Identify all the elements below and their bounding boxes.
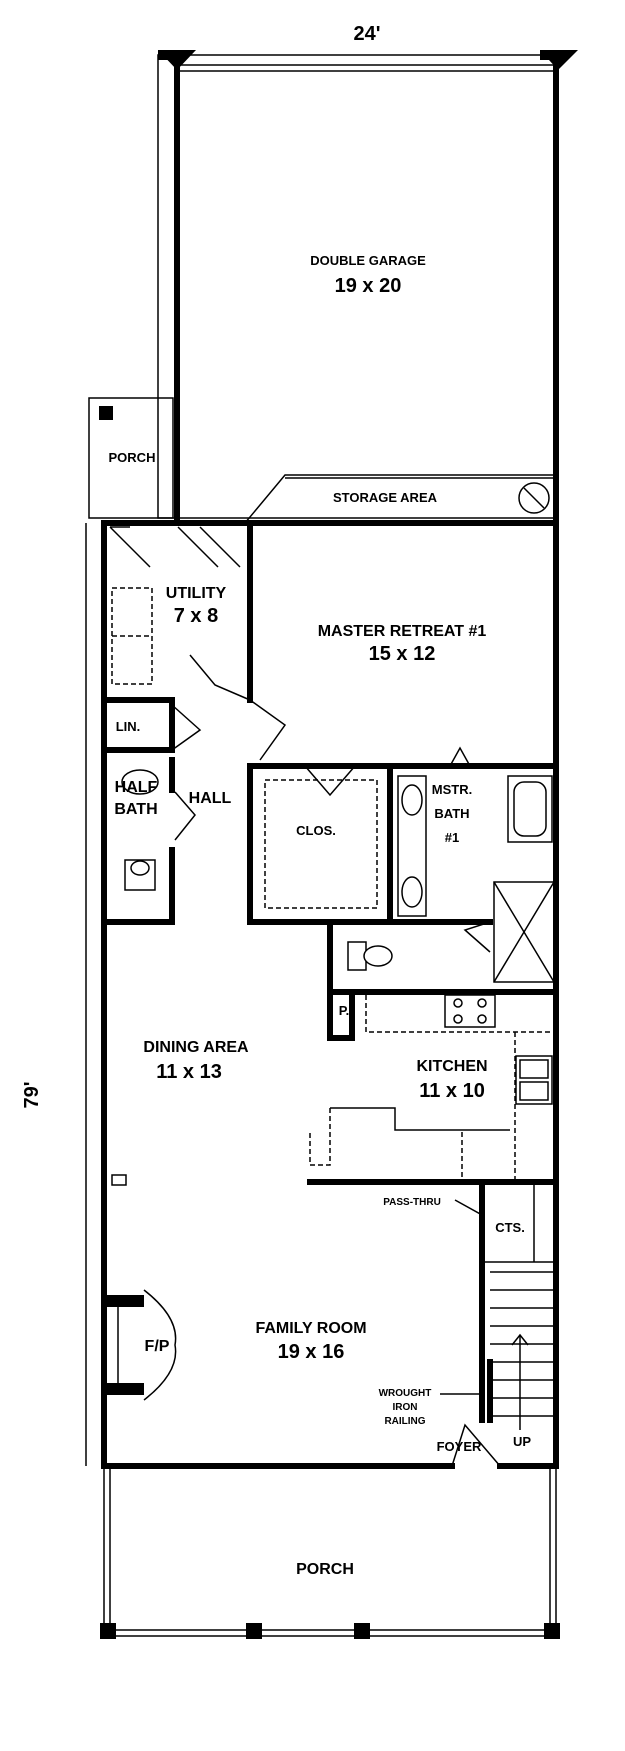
foyer-label: FOYER: [437, 1439, 482, 1454]
dining-size: 11 x 13: [156, 1061, 222, 1083]
master-retreat-size: 15 x 12: [369, 643, 436, 665]
linen-and-half-bath: [101, 697, 202, 925]
hall-doors: [189, 654, 287, 761]
hall-label: HALL: [189, 790, 232, 807]
master-bath-label-3: #1: [445, 830, 459, 845]
kitchen-label: KITCHEN: [416, 1058, 487, 1075]
double-garage: [157, 50, 578, 521]
front-porch: [100, 1466, 560, 1639]
storage-label: STORAGE AREA: [333, 490, 438, 505]
kitchen: [307, 989, 559, 1185]
cts-label: CTS.: [495, 1220, 525, 1235]
side-porch: [88, 397, 174, 519]
front-porch-label: PORCH: [296, 1561, 354, 1578]
front-door: [451, 1423, 501, 1467]
pass-thru-label: PASS-THRU: [383, 1197, 441, 1208]
utility-label: UTILITY: [166, 585, 227, 602]
pantry-label: P.: [339, 1003, 350, 1018]
garage-label: DOUBLE GARAGE: [310, 253, 426, 268]
family-room-label: FAMILY ROOM: [255, 1320, 366, 1337]
linen-label: LIN.: [116, 719, 141, 734]
railing-label-2: IRON: [393, 1402, 418, 1413]
fireplace-label: F/P: [145, 1338, 170, 1355]
stairs-and-closets: [454, 1179, 556, 1430]
closet-label: CLOS.: [296, 823, 336, 838]
railing-label-1: WROUGHT: [379, 1388, 432, 1399]
half-bath-label-2: BATH: [114, 801, 157, 818]
dining-thermostat: [111, 1174, 127, 1186]
kitchen-size: 11 x 10: [419, 1080, 485, 1102]
garage-size: 19 x 20: [335, 275, 402, 297]
master-bath-label-2: BATH: [434, 806, 469, 821]
master-retreat-label: MASTER RETREAT #1: [318, 623, 487, 640]
utility-size: 7 x 8: [174, 605, 218, 627]
storage-area: [244, 474, 556, 524]
length-dimension: 79': [21, 1081, 43, 1108]
half-bath-label-1: HALF: [115, 779, 158, 796]
side-porch-label: PORCH: [109, 450, 156, 465]
utility-room: [109, 520, 253, 703]
dining-label: DINING AREA: [143, 1039, 249, 1056]
master-bath-label-1: MSTR.: [432, 782, 472, 797]
master-retreat: [247, 746, 559, 797]
railing-label-3: RAILING: [384, 1416, 425, 1427]
fireplace: [104, 1289, 177, 1401]
family-room-size: 19 x 16: [278, 1341, 345, 1363]
stairs-up-label: UP: [513, 1434, 531, 1449]
width-dimension: 24': [353, 23, 380, 45]
closet: [247, 763, 393, 925]
